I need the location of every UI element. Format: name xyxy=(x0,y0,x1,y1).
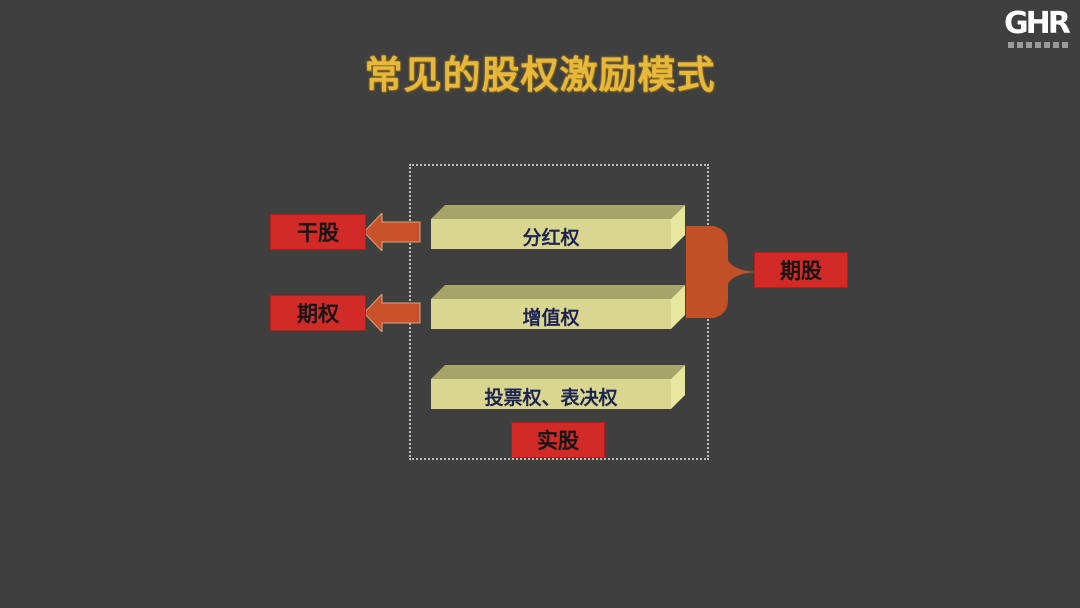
outcome-restricted-shares: 期股 xyxy=(754,252,848,288)
bar-label: 分红权 xyxy=(522,227,580,249)
bar-3d-shape xyxy=(431,285,685,329)
bar-label: 投票权、表决权 xyxy=(484,387,618,409)
bar-3d-shape xyxy=(431,205,685,249)
logo-subtitle-graphic xyxy=(1008,42,1078,49)
bar-3d-shape xyxy=(431,365,685,409)
outcome-options: 期权 xyxy=(270,295,366,331)
brand-logo: GHR xyxy=(998,2,1080,54)
slide-title: 常见的股权激励模式 xyxy=(364,53,716,97)
bar-label: 增值权 xyxy=(522,307,580,329)
outcome-real-shares: 实股 xyxy=(511,422,605,458)
outcome-dry-shares: 干股 xyxy=(270,214,366,250)
arrow-left-icon xyxy=(364,213,421,251)
arrow-left-icon xyxy=(364,294,421,332)
logo-mark: GHR xyxy=(1004,6,1071,41)
bar-voting-right: 投票权、表决权 xyxy=(431,365,685,409)
bar-dividend-right: 分红权 xyxy=(431,205,685,249)
merge-brace-icon xyxy=(686,226,756,318)
bar-appreciation-right: 增值权 xyxy=(431,285,685,329)
